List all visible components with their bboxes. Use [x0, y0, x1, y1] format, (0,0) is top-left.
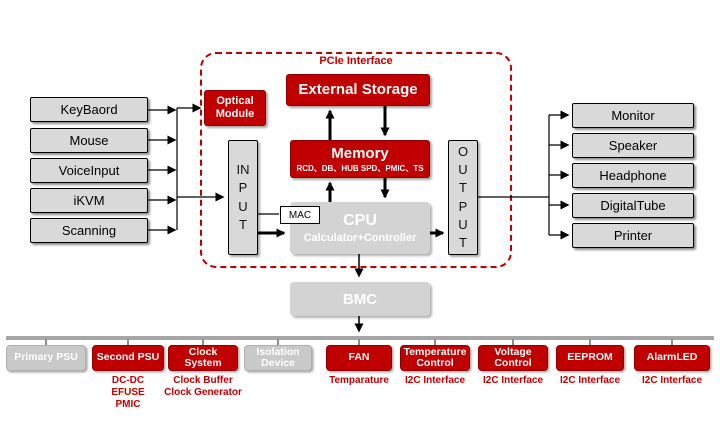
module-second-psu: Second PSU: [92, 345, 164, 371]
input-block: INPUT: [228, 140, 258, 255]
device-monitor: Monitor: [572, 103, 694, 128]
temperature-sublabel: I2C Interface: [404, 375, 466, 386]
bus-tick: [45, 339, 47, 346]
output-label: OUTPUT: [457, 143, 469, 250]
pcie-interface-label: PCIe Interface: [319, 55, 393, 67]
bmc-block: BMC: [290, 282, 430, 316]
module-alarmled: AlarmLED: [634, 345, 710, 371]
management-bus-bar: [6, 336, 714, 340]
module-clock-system: Clock System: [168, 345, 238, 371]
external-storage-block: External Storage: [286, 74, 430, 106]
fan-sublabel: Temparature: [329, 375, 389, 386]
voltage-sublabel: I2C Interface: [482, 375, 544, 386]
device-speaker: Speaker: [572, 133, 694, 158]
second-psu-sublabel: DC-DC EFUSE PMIC: [111, 375, 145, 410]
device-digitaltube: DigitalTube: [572, 193, 694, 218]
device-scanning: Scanning: [30, 218, 148, 243]
output-block: OUTPUT: [448, 140, 478, 255]
cpu-subtitle: Calculator+Controller: [303, 232, 417, 244]
memory-subtitle: RCD、DB、HUB SPD、PMIC、TS: [296, 163, 424, 173]
bus-tick: [358, 339, 360, 346]
mac-block: MAC: [280, 206, 320, 224]
device-printer: Printer: [572, 223, 694, 248]
module-temperature-control: Temperature Control: [400, 345, 470, 371]
module-isolation-device: Isolation Device: [244, 345, 312, 371]
module-voltage-control: Voltage Control: [478, 345, 548, 371]
memory-title: Memory: [331, 145, 389, 163]
bus-tick: [671, 339, 673, 346]
device-voiceinput: VoiceInput: [30, 158, 148, 183]
optical-module-block: Optical Module: [204, 90, 266, 126]
module-primary-psu: Primary PSU: [6, 345, 86, 371]
bus-tick: [512, 339, 514, 346]
bus-tick: [589, 339, 591, 346]
alarmled-sublabel: I2C Interface: [641, 375, 703, 386]
device-headphone: Headphone: [572, 163, 694, 188]
cpu-title: CPU: [343, 212, 377, 229]
clock-system-sublabel: Clock Buffer Clock Generator: [164, 375, 242, 398]
device-mouse: Mouse: [30, 128, 148, 153]
module-fan: FAN: [326, 345, 392, 371]
cpu-block: CPU Calculator+Controller: [290, 202, 430, 254]
bus-tick: [277, 339, 279, 346]
module-eeprom: EEPROM: [556, 345, 624, 371]
device-ikvm: iKVM: [30, 188, 148, 213]
input-label: INPUT: [236, 162, 250, 232]
bus-tick: [202, 339, 204, 346]
device-keybaord: KeyBaord: [30, 97, 148, 122]
pcie-core-boundary: [200, 52, 512, 268]
bus-tick: [434, 339, 436, 346]
memory-block: Memory RCD、DB、HUB SPD、PMIC、TS: [290, 140, 430, 178]
eeprom-sublabel: I2C Interface: [559, 375, 621, 386]
bus-tick: [127, 339, 129, 346]
